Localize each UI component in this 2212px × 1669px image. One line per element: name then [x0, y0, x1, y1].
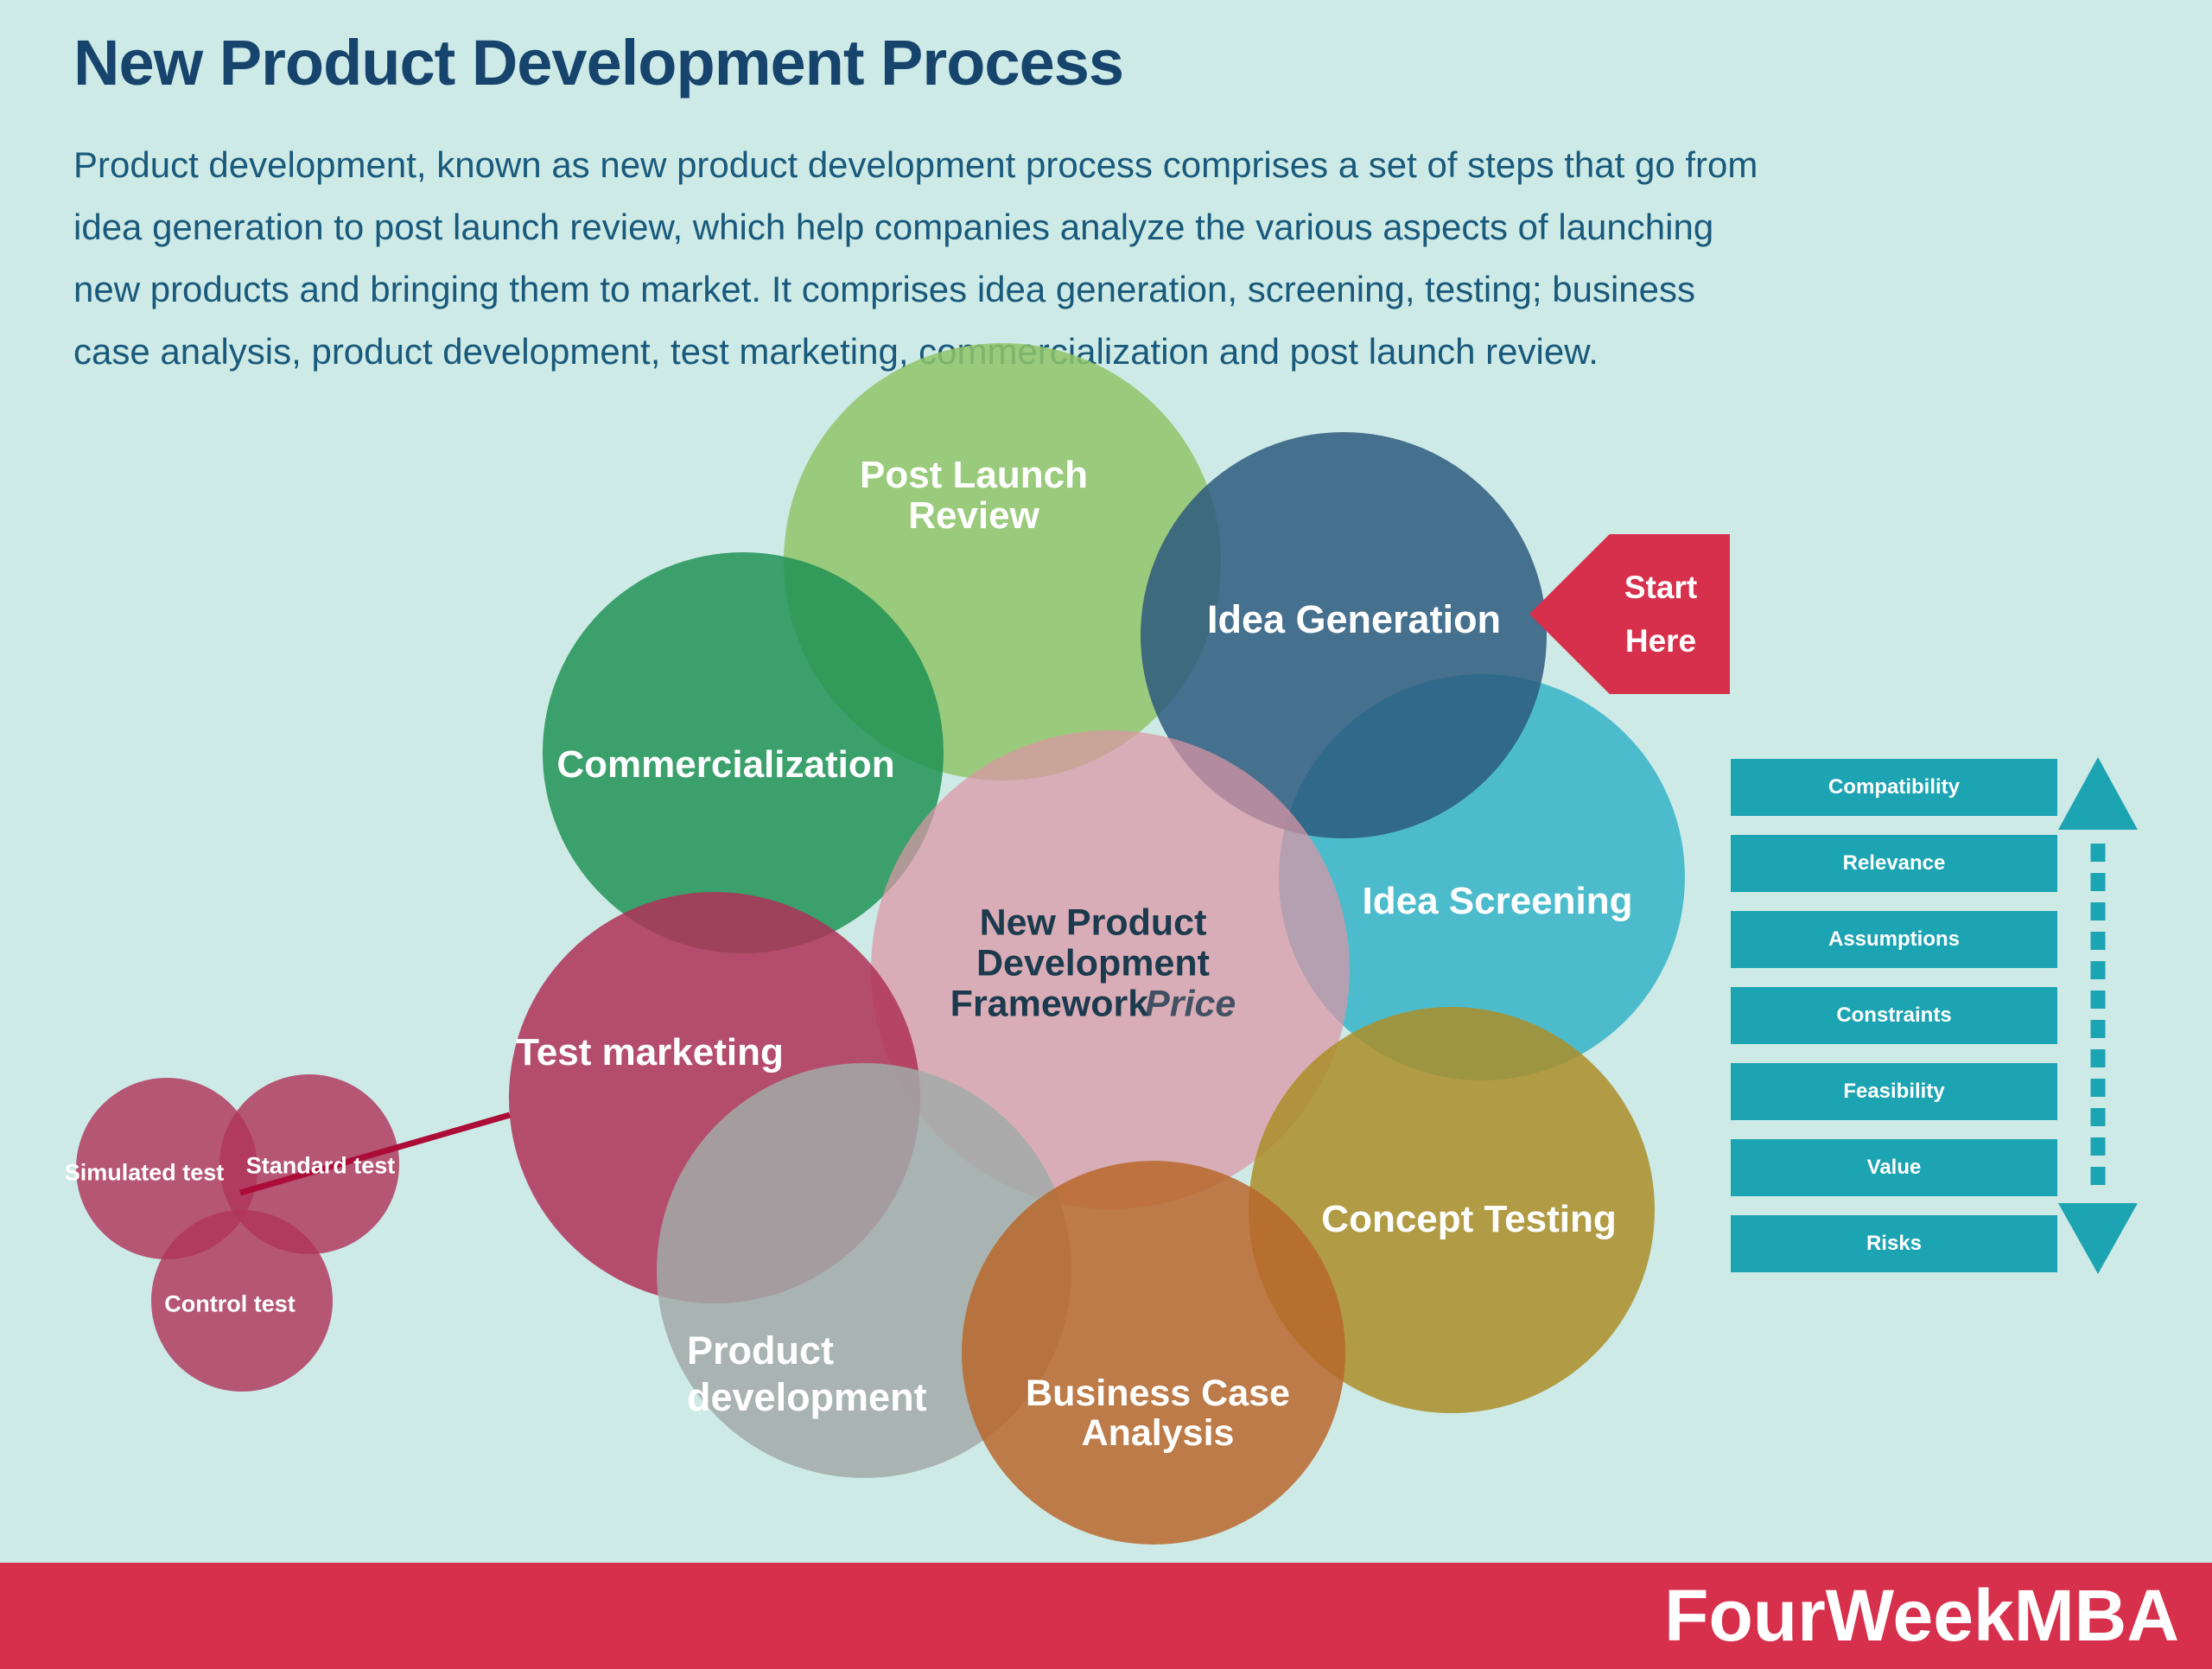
business-case-analysis-label: Business Case Analysis	[1026, 1373, 1290, 1454]
footer-bar: FourWeekMBA	[0, 1563, 2212, 1669]
standard-test-label: Standard test	[245, 1152, 396, 1179]
criteria-bar-compatibility: Compatibility	[1731, 759, 2057, 816]
criteria-bar-value: Value	[1731, 1139, 2057, 1196]
criteria-bar-constraints: Constraints	[1731, 987, 2057, 1044]
criteria-label: Risks	[1866, 1232, 1923, 1255]
brand-logo: FourWeekMBA	[1664, 1575, 2179, 1656]
start-here-label: Here	[1624, 622, 1697, 659]
control-test-label: Control test	[164, 1290, 296, 1317]
description-line: Product development, known as new produc…	[73, 144, 1758, 185]
business-case-circle	[962, 1161, 1345, 1545]
description-line: case analysis, product development, test…	[73, 331, 1599, 372]
post-launch-review-label: Post Launch Review	[859, 454, 1089, 537]
criteria-bar-assumptions: Assumptions	[1731, 911, 2057, 968]
idea-generation-label: Idea Generation	[1206, 597, 1502, 641]
commercialization-circle	[543, 552, 944, 953]
description-line: idea generation to post launch review, w…	[73, 207, 1714, 247]
up-arrow-icon	[2058, 757, 2138, 830]
criteria-label: Compatibility	[1827, 775, 1960, 799]
product-development-label: Product development	[687, 1328, 927, 1419]
criteria-label: Value	[1866, 1156, 1922, 1179]
page-description: Product development, known as new produc…	[73, 134, 1957, 383]
criteria-label: Relevance	[1842, 851, 1946, 875]
criteria-label: Constraints	[1836, 1003, 1952, 1027]
criteria-label: Assumptions	[1827, 927, 1960, 951]
simulated-test-label: Simulated test	[64, 1159, 225, 1186]
criteria-bar-risks: Risks	[1731, 1215, 2057, 1272]
down-arrow-icon	[2058, 1203, 2138, 1274]
control-test-circle	[151, 1210, 333, 1392]
framework-center-label: New Product Development FrameworkPrice	[950, 901, 1236, 1025]
criteria-bar-feasibility: Feasibility	[1731, 1063, 2057, 1120]
idea-screening-label: Idea Screening	[1362, 880, 1633, 922]
concept-testing-label: Concept Testing	[1321, 1198, 1617, 1240]
criteria-bar-relevance: Relevance	[1731, 835, 2057, 892]
commercialization-label: Commercialization	[556, 743, 895, 786]
test-marketing-label: Test marketing	[516, 1031, 784, 1073]
criteria-label: Feasibility	[1843, 1080, 1945, 1103]
price-watermark: Price	[1145, 983, 1236, 1025]
venn-connector-line	[239, 1112, 511, 1196]
up-down-dashed-arrow-icon	[2058, 757, 2138, 1274]
start-here-arrow: Start Here	[1529, 534, 1730, 694]
page-title: New Product Development Process	[73, 27, 1124, 99]
start-here-label: Start	[1624, 569, 1698, 605]
description-line: new products and bringing them to market…	[73, 269, 1696, 309]
